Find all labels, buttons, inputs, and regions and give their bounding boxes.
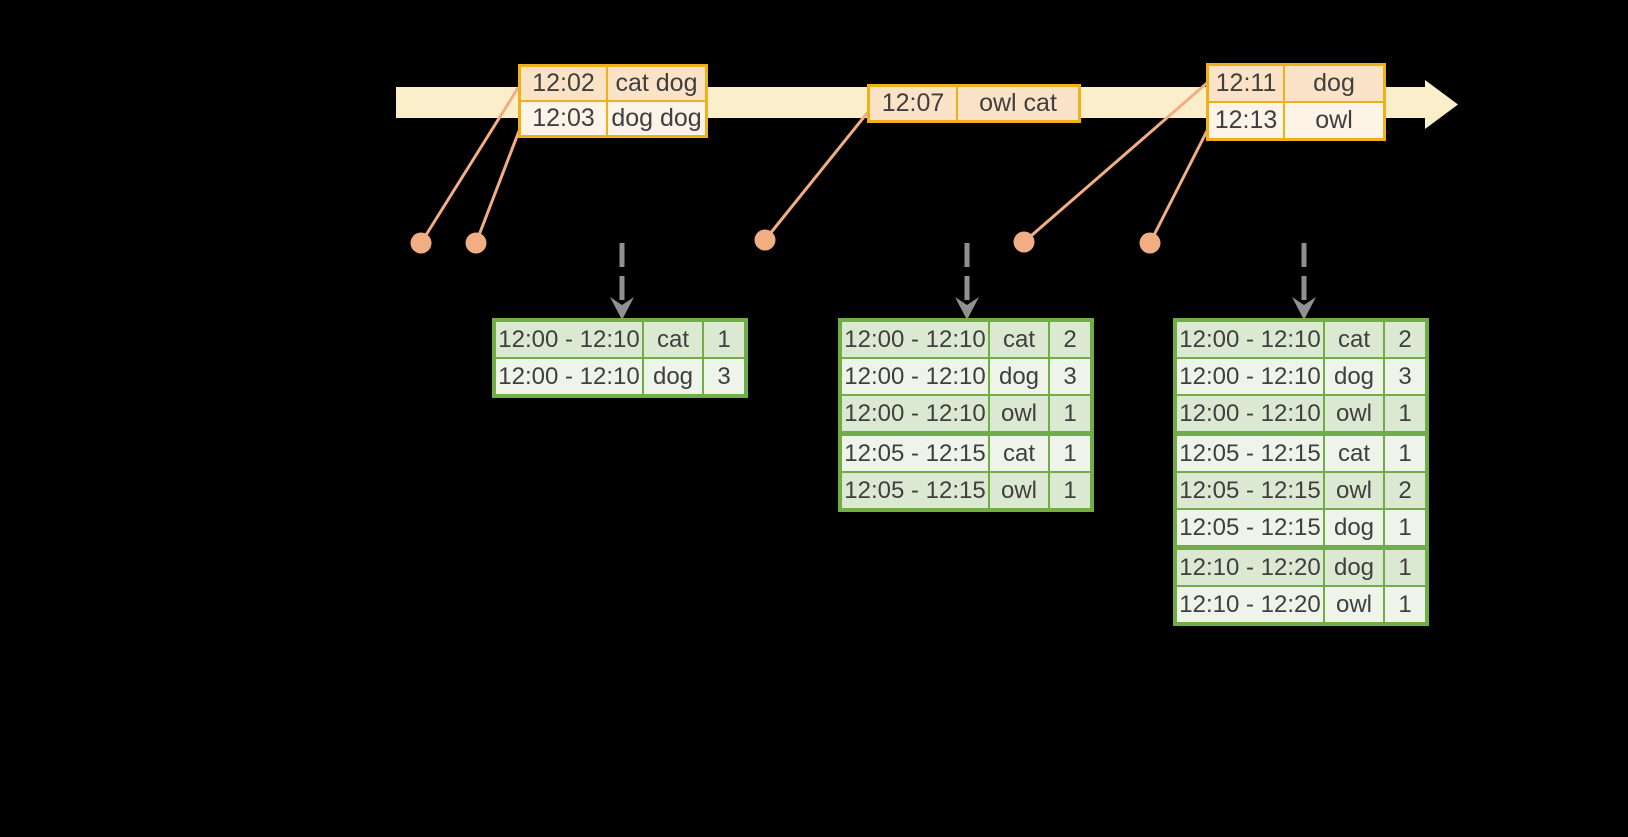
window-range: 12:00 - 12:10 (1177, 359, 1323, 394)
window-range: 12:00 - 12:10 (842, 396, 988, 431)
word: cat (988, 436, 1048, 471)
word: cat (988, 322, 1048, 357)
trigger-arrow-3 (1292, 243, 1316, 320)
word: dog (988, 359, 1048, 394)
input-table-1: 12:02 cat dog 12:03 dog dog (518, 64, 708, 138)
count: 3 (1383, 359, 1425, 394)
event-row: 12:02 cat dog (521, 67, 705, 100)
result-row: 12:05 - 12:15 dog 1 (1177, 508, 1425, 545)
event-time: 12:13 (1209, 103, 1283, 138)
event-row: 12:13 owl (1209, 101, 1383, 138)
window-range: 12:05 - 12:15 (842, 473, 988, 508)
count: 1 (1383, 550, 1425, 585)
word: owl (1323, 587, 1383, 622)
result-row: 12:00 - 12:10 dog 3 (842, 357, 1090, 394)
result-row: 12:10 - 12:20 dog 1 (1177, 545, 1425, 585)
event-time: 12:03 (521, 102, 606, 135)
result-row: 12:05 - 12:15 owl 2 (1177, 471, 1425, 508)
event-words: dog (1283, 66, 1383, 101)
event-dot-5 (1139, 232, 1161, 254)
event-time: 12:11 (1209, 66, 1283, 101)
count: 3 (702, 359, 744, 394)
word: cat (1323, 436, 1383, 471)
window-range: 12:10 - 12:20 (1177, 550, 1323, 585)
input-table-2: 12:07 owl cat (867, 84, 1081, 123)
count: 1 (1048, 436, 1090, 471)
word: owl (988, 473, 1048, 508)
result-row: 12:05 - 12:15 cat 1 (1177, 431, 1425, 471)
result-row: 12:00 - 12:10 cat 1 (496, 322, 744, 357)
window-range: 12:00 - 12:10 (842, 322, 988, 357)
window-range: 12:00 - 12:10 (1177, 322, 1323, 357)
window-range: 12:05 - 12:15 (842, 436, 988, 471)
result-row: 12:05 - 12:15 cat 1 (842, 431, 1090, 471)
count: 1 (1048, 396, 1090, 431)
event-words: owl (1283, 103, 1383, 138)
count: 2 (1048, 322, 1090, 357)
event-words: cat dog (606, 67, 705, 100)
connector-line-4 (1023, 81, 1208, 244)
count: 2 (1383, 473, 1425, 508)
event-words: owl cat (956, 87, 1078, 120)
event-time: 12:02 (521, 67, 606, 100)
connector-line-5 (1148, 126, 1211, 244)
result-row: 12:00 - 12:10 dog 3 (1177, 357, 1425, 394)
window-range: 12:00 - 12:10 (1177, 396, 1323, 431)
input-table-3: 12:11 dog 12:13 owl (1206, 63, 1386, 141)
trigger-arrowhead-icon (610, 297, 634, 320)
timeline-arrowhead-icon (1425, 80, 1458, 129)
word: owl (1323, 396, 1383, 431)
word: dog (1323, 359, 1383, 394)
event-words: dog dog (606, 102, 705, 135)
window-range: 12:00 - 12:10 (496, 359, 642, 394)
result-row: 12:00 - 12:10 cat 2 (1177, 322, 1425, 357)
result-row: 12:10 - 12:20 owl 1 (1177, 585, 1425, 622)
connector-line-2 (474, 130, 521, 244)
trigger-arrowhead-icon (955, 297, 979, 320)
event-dot-2 (465, 232, 487, 254)
result-row: 12:00 - 12:10 cat 2 (842, 322, 1090, 357)
event-row: 12:07 owl cat (870, 87, 1078, 120)
connector-line-3 (763, 111, 870, 241)
trigger-arrowhead-icon (1292, 297, 1316, 320)
result-table-2: 12:00 - 12:10 cat 2 12:00 - 12:10 dog 3 … (838, 318, 1094, 512)
word: cat (1323, 322, 1383, 357)
result-row: 12:00 - 12:10 dog 3 (496, 357, 744, 394)
window-range: 12:00 - 12:10 (496, 322, 642, 357)
event-dot-3 (754, 229, 776, 251)
window-range: 12:05 - 12:15 (1177, 473, 1323, 508)
result-row: 12:00 - 12:10 owl 1 (842, 394, 1090, 431)
word: dog (1323, 510, 1383, 545)
event-row: 12:11 dog (1209, 66, 1383, 101)
result-table-1: 12:00 - 12:10 cat 1 12:00 - 12:10 dog 3 (492, 318, 748, 398)
connector-line-1 (419, 87, 520, 244)
event-time: 12:07 (870, 87, 956, 120)
count: 1 (1383, 510, 1425, 545)
word: cat (642, 322, 702, 357)
word: owl (988, 396, 1048, 431)
result-row: 12:00 - 12:10 owl 1 (1177, 394, 1425, 431)
count: 3 (1048, 359, 1090, 394)
window-range: 12:10 - 12:20 (1177, 587, 1323, 622)
event-dot-4 (1013, 231, 1035, 253)
count: 1 (1383, 396, 1425, 431)
word: dog (642, 359, 702, 394)
count: 1 (1383, 587, 1425, 622)
word: dog (1323, 550, 1383, 585)
word: owl (1323, 473, 1383, 508)
count: 1 (702, 322, 744, 357)
window-range: 12:05 - 12:15 (1177, 510, 1323, 545)
window-range: 12:05 - 12:15 (1177, 436, 1323, 471)
event-row: 12:03 dog dog (521, 100, 705, 135)
count: 1 (1383, 436, 1425, 471)
event-dot-1 (410, 232, 432, 254)
trigger-arrow-2 (955, 243, 979, 320)
window-range: 12:00 - 12:10 (842, 359, 988, 394)
count: 2 (1383, 322, 1425, 357)
result-row: 12:05 - 12:15 owl 1 (842, 471, 1090, 508)
trigger-arrow-1 (610, 243, 634, 320)
count: 1 (1048, 473, 1090, 508)
result-table-3: 12:00 - 12:10 cat 2 12:00 - 12:10 dog 3 … (1173, 318, 1429, 626)
